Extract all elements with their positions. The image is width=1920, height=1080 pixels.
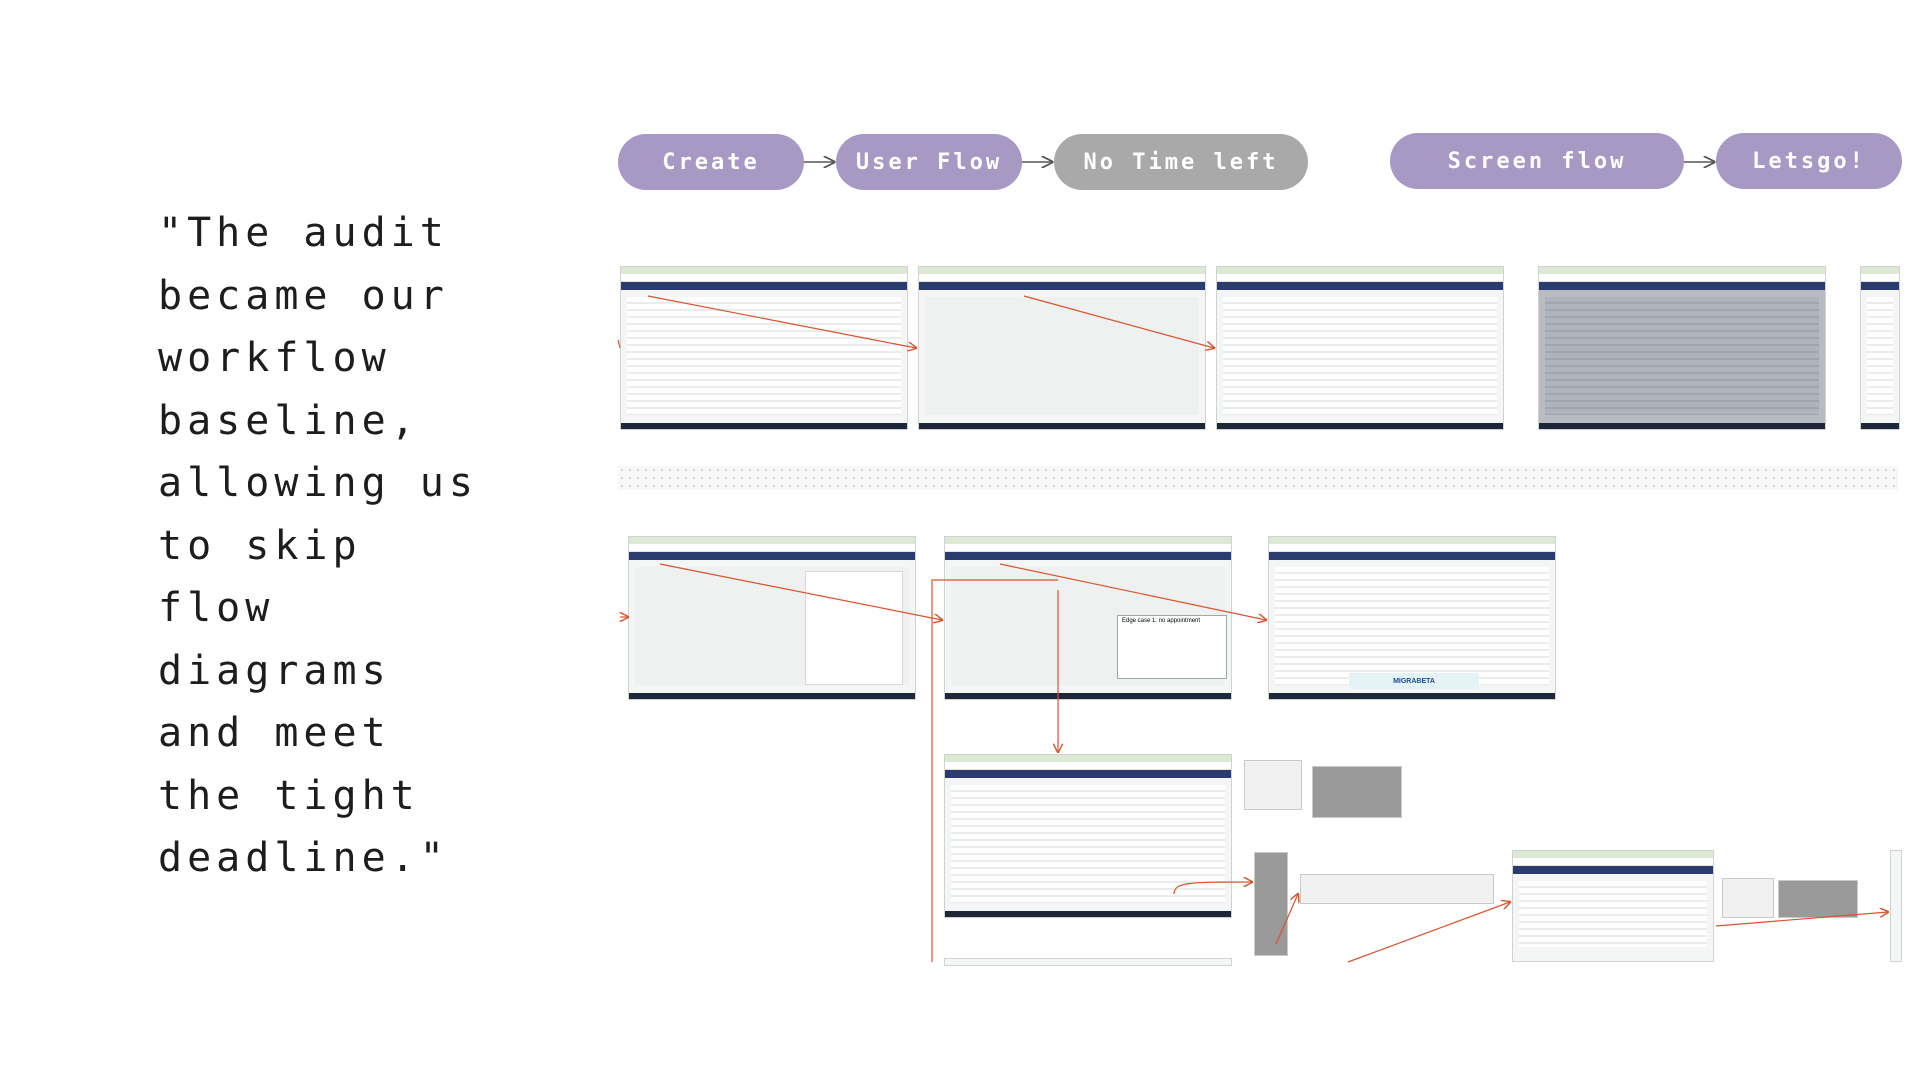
migrabeta-banner: MIGRABETA <box>1349 673 1479 689</box>
step-user-flow: User Flow <box>836 134 1022 190</box>
thumb-table-row <box>1300 874 1494 904</box>
screenshot-document-list: MIGRABETA <box>1268 536 1556 700</box>
screenshot-filtered-list <box>1216 266 1504 430</box>
step-screen-flow: Screen flow <box>1390 133 1684 189</box>
screenshot-form <box>944 754 1232 918</box>
screenshot-cropped <box>1860 266 1900 430</box>
thumb-dark-panel <box>1312 766 1402 818</box>
thumb-dropdown-list <box>1244 760 1302 810</box>
dotted-divider <box>618 466 1898 490</box>
thumb-small-form <box>1722 878 1774 918</box>
step-letsgo: Letsgo! <box>1716 133 1902 189</box>
screenshot-cropped-right <box>1890 850 1902 962</box>
side-panel-list <box>805 571 903 685</box>
screenshot-edge-case-modal: Edge case 1: no appointment <box>944 536 1232 700</box>
quote-text: "The audit became our workflow baseline,… <box>158 210 478 881</box>
thumb-gray-block <box>1778 880 1858 918</box>
connector-11 <box>1347 902 1510 963</box>
screenshot-results-table <box>1512 850 1714 962</box>
step-no-time-left: No Time left <box>1054 134 1308 190</box>
step-create: Create <box>618 134 804 190</box>
modal-title: Edge case 1: no appointment <box>1122 618 1201 624</box>
screenshot-list-view <box>620 266 908 430</box>
screenshot-empty-view <box>918 266 1206 430</box>
screenshot-popup-overlay <box>1538 266 1826 430</box>
screenshot-side-panel <box>628 536 916 700</box>
edge-case-modal: Edge case 1: no appointment <box>1117 615 1227 679</box>
screenshot-partial-bottom <box>944 958 1232 966</box>
thumb-vertical-menu <box>1254 852 1288 956</box>
